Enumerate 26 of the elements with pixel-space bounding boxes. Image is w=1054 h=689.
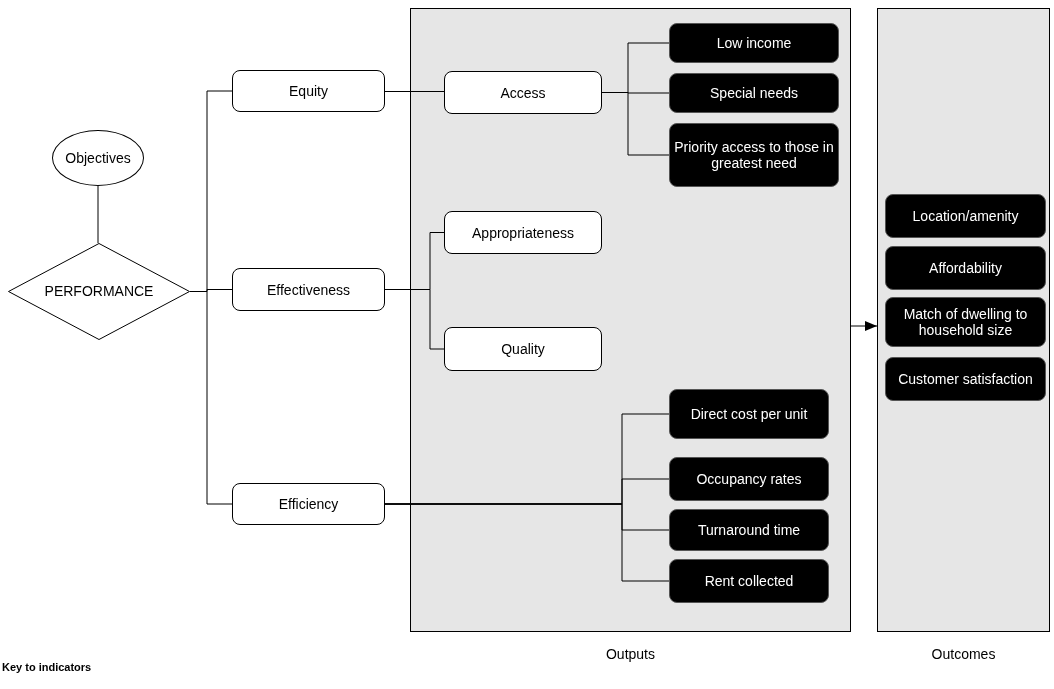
indicator-box: Priority access to those in greatest need — [669, 123, 839, 187]
connector-line — [384, 91, 445, 92]
indicator-box: Low income — [669, 23, 839, 63]
indicator-box: Special needs — [669, 73, 839, 113]
indicator-box: Direct cost per unit — [669, 389, 829, 439]
category-box: Equity — [232, 70, 385, 112]
indicator-box: Customer satisfaction — [885, 357, 1046, 401]
panel-heading: Outcomes — [930, 646, 997, 662]
indicator-box: Occupancy rates — [669, 457, 829, 501]
objectives-ellipse: Objectives — [52, 130, 144, 186]
key-heading: Key to indicators — [2, 661, 92, 673]
indicator-box: Match of dwelling to household size — [885, 297, 1046, 347]
category-box: Quality — [444, 327, 602, 371]
category-box: Effectiveness — [232, 268, 385, 311]
indicator-box: Affordability — [885, 246, 1046, 290]
category-box: Efficiency — [232, 483, 385, 525]
category-box: Access — [444, 71, 602, 114]
connector-line — [384, 503, 670, 582]
indicator-box: Location/amenity — [885, 194, 1046, 238]
panel-heading: Outputs — [605, 646, 656, 662]
indicator-box: Turnaround time — [669, 509, 829, 551]
arrow — [850, 321, 878, 331]
connector-line — [97, 185, 99, 244]
indicator-box: Rent collected — [669, 559, 829, 603]
diamond-label: PERFORMANCE — [43, 282, 155, 299]
category-box: Appropriateness — [444, 211, 602, 254]
